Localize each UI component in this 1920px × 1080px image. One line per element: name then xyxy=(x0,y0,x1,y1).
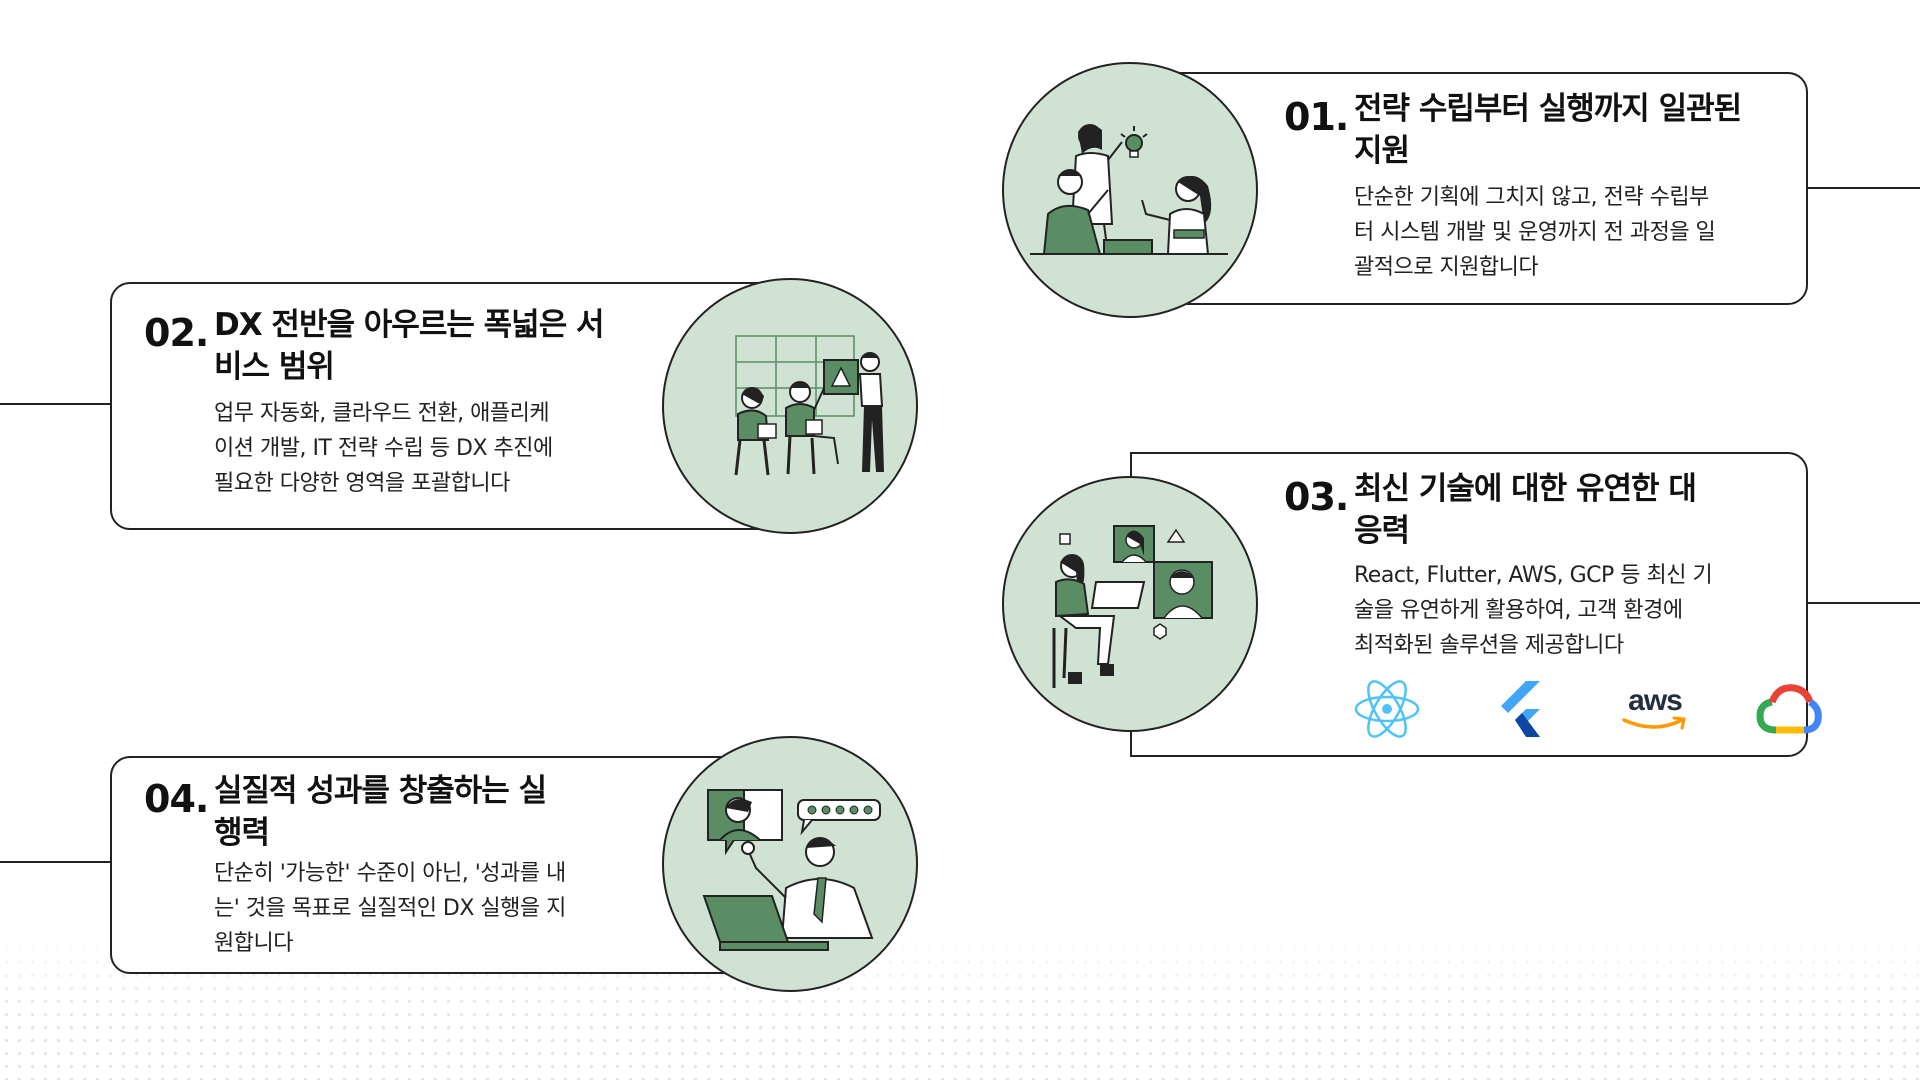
item-title-02-line1: DX 전반을 아우르는 폭넓은 서 xyxy=(214,307,605,343)
tech-logos: aws xyxy=(1352,674,1824,744)
item-title-04-line2: 행력 xyxy=(214,815,270,851)
item-desc-03-line3: 최적화된 솔루션을 제공합니다 xyxy=(1354,633,1624,658)
aws-icon: aws xyxy=(1620,674,1690,744)
connector-line-01 xyxy=(1806,187,1920,189)
video-call-illustration xyxy=(1052,525,1213,688)
item-desc-04-line1: 단순히 '가능한' 수준이 아닌, '성과를 내 xyxy=(214,861,566,886)
item-title-03: 최신 기술에 대한 유연한 대 응력 xyxy=(1354,468,1784,552)
item-desc-04: 단순히 '가능한' 수준이 아닌, '성과를 내 는' 것을 목표로 실질적인 … xyxy=(214,856,664,961)
item-desc-04-line2: 는' 것을 목표로 실질적인 DX 실행을 지 xyxy=(214,896,566,921)
connector-line-02 xyxy=(0,403,112,405)
item-desc-04-line3: 원합니다 xyxy=(214,931,293,956)
item-desc-02-line3: 필요한 다양한 영역을 포괄합니다 xyxy=(214,471,510,496)
aws-wordmark: aws xyxy=(1628,684,1683,717)
item-number-02: 02. xyxy=(144,311,209,355)
illustration-circle-01 xyxy=(1002,62,1258,318)
google-cloud-icon xyxy=(1754,674,1824,744)
item-number-01: 01. xyxy=(1284,95,1349,139)
team-brainstorm-illustration xyxy=(1030,124,1228,255)
item-desc-03: React, Flutter, AWS, GCP 등 최신 기 술을 유연하게 … xyxy=(1354,558,1794,663)
item-desc-03-line1: React, Flutter, AWS, GCP 등 최신 기 xyxy=(1354,563,1713,588)
connector-line-04 xyxy=(0,861,112,863)
item-desc-01-line3: 괄적으로 지원합니다 xyxy=(1354,255,1539,280)
item-title-03-line2: 응력 xyxy=(1354,513,1410,549)
item-desc-03-line2: 술을 유연하게 활용하여, 고객 환경에 xyxy=(1354,598,1683,623)
item-title-02: DX 전반을 아우르는 폭넓은 서 비스 범위 xyxy=(214,304,664,388)
item-title-04-line1: 실질적 성과를 창출하는 실 xyxy=(214,773,547,809)
connector-line-03 xyxy=(1806,602,1920,604)
item-title-01-line1: 전략 수립부터 실행까지 일관된 xyxy=(1354,91,1742,127)
illustration-circle-02 xyxy=(662,278,918,534)
item-desc-01-line1: 단순한 기획에 그치지 않고, 전략 수립부 xyxy=(1354,185,1709,210)
item-title-04: 실질적 성과를 창출하는 실 행력 xyxy=(214,770,654,854)
item-title-01-line2: 지원 xyxy=(1354,133,1410,169)
item-title-01: 전략 수립부터 실행까지 일관된 지원 xyxy=(1354,88,1794,172)
illustration-circle-04 xyxy=(662,736,918,992)
item-title-02-line2: 비스 범위 xyxy=(214,349,335,385)
laptop-rating-illustration xyxy=(702,789,881,951)
flutter-icon xyxy=(1486,674,1556,744)
team-meeting-illustration xyxy=(734,335,884,476)
item-number-04: 04. xyxy=(144,777,209,821)
react-icon xyxy=(1352,674,1422,744)
item-number-03: 03. xyxy=(1284,475,1349,519)
item-desc-02-line1: 업무 자동화, 클라우드 전환, 애플리케 xyxy=(214,401,550,426)
illustration-circle-03 xyxy=(1002,476,1258,732)
item-desc-01-line2: 터 시스템 개발 및 운영까지 전 과정을 일 xyxy=(1354,220,1716,245)
item-title-03-line1: 최신 기술에 대한 유연한 대 xyxy=(1354,471,1697,507)
item-desc-02: 업무 자동화, 클라우드 전환, 애플리케 이션 개발, IT 전략 수립 등 … xyxy=(214,396,654,501)
item-desc-02-line2: 이션 개발, IT 전략 수립 등 DX 추진에 xyxy=(214,436,553,461)
item-desc-01: 단순한 기획에 그치지 않고, 전략 수립부 터 시스템 개발 및 운영까지 전… xyxy=(1354,180,1794,285)
